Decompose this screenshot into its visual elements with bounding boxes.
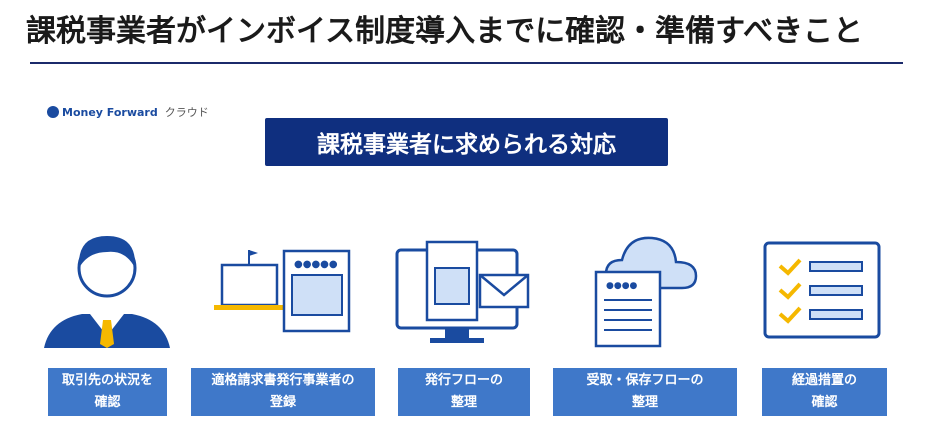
- money-forward-logo: Money Forward クラウド: [47, 104, 209, 120]
- svg-text:●●●●●: ●●●●●: [294, 259, 338, 270]
- logo-brand: Money Forward: [62, 105, 158, 119]
- step-box-receive-store-flow: 受取・保存フローの 整理: [553, 368, 737, 416]
- step-box-register-issuer: 適格請求書発行事業者の 登録: [191, 368, 375, 416]
- checklist-icon: [763, 241, 881, 339]
- office-registration-icon: ●●●●●: [214, 249, 351, 333]
- step-box-transitional-measures: 経過措置の 確認: [762, 368, 887, 416]
- logo-suffix: クラウド: [164, 106, 209, 119]
- monitor-invoice-icon: [395, 240, 530, 343]
- title-divider: [30, 62, 903, 64]
- businessman-icon: [44, 236, 170, 348]
- logo-mark-icon: [47, 106, 59, 118]
- page-title: 課税事業者がインボイス制度導入までに確認・準備すべきこと: [26, 14, 863, 49]
- section-heading: 課税事業者に求められる対応: [265, 118, 668, 166]
- cloud-document-icon: ●●●●: [594, 236, 698, 348]
- svg-text:●●●●: ●●●●: [606, 281, 638, 291]
- step-box-check-partners: 取引先の状況を 確認: [48, 368, 167, 416]
- step-box-issue-flow: 発行フローの 整理: [398, 368, 530, 416]
